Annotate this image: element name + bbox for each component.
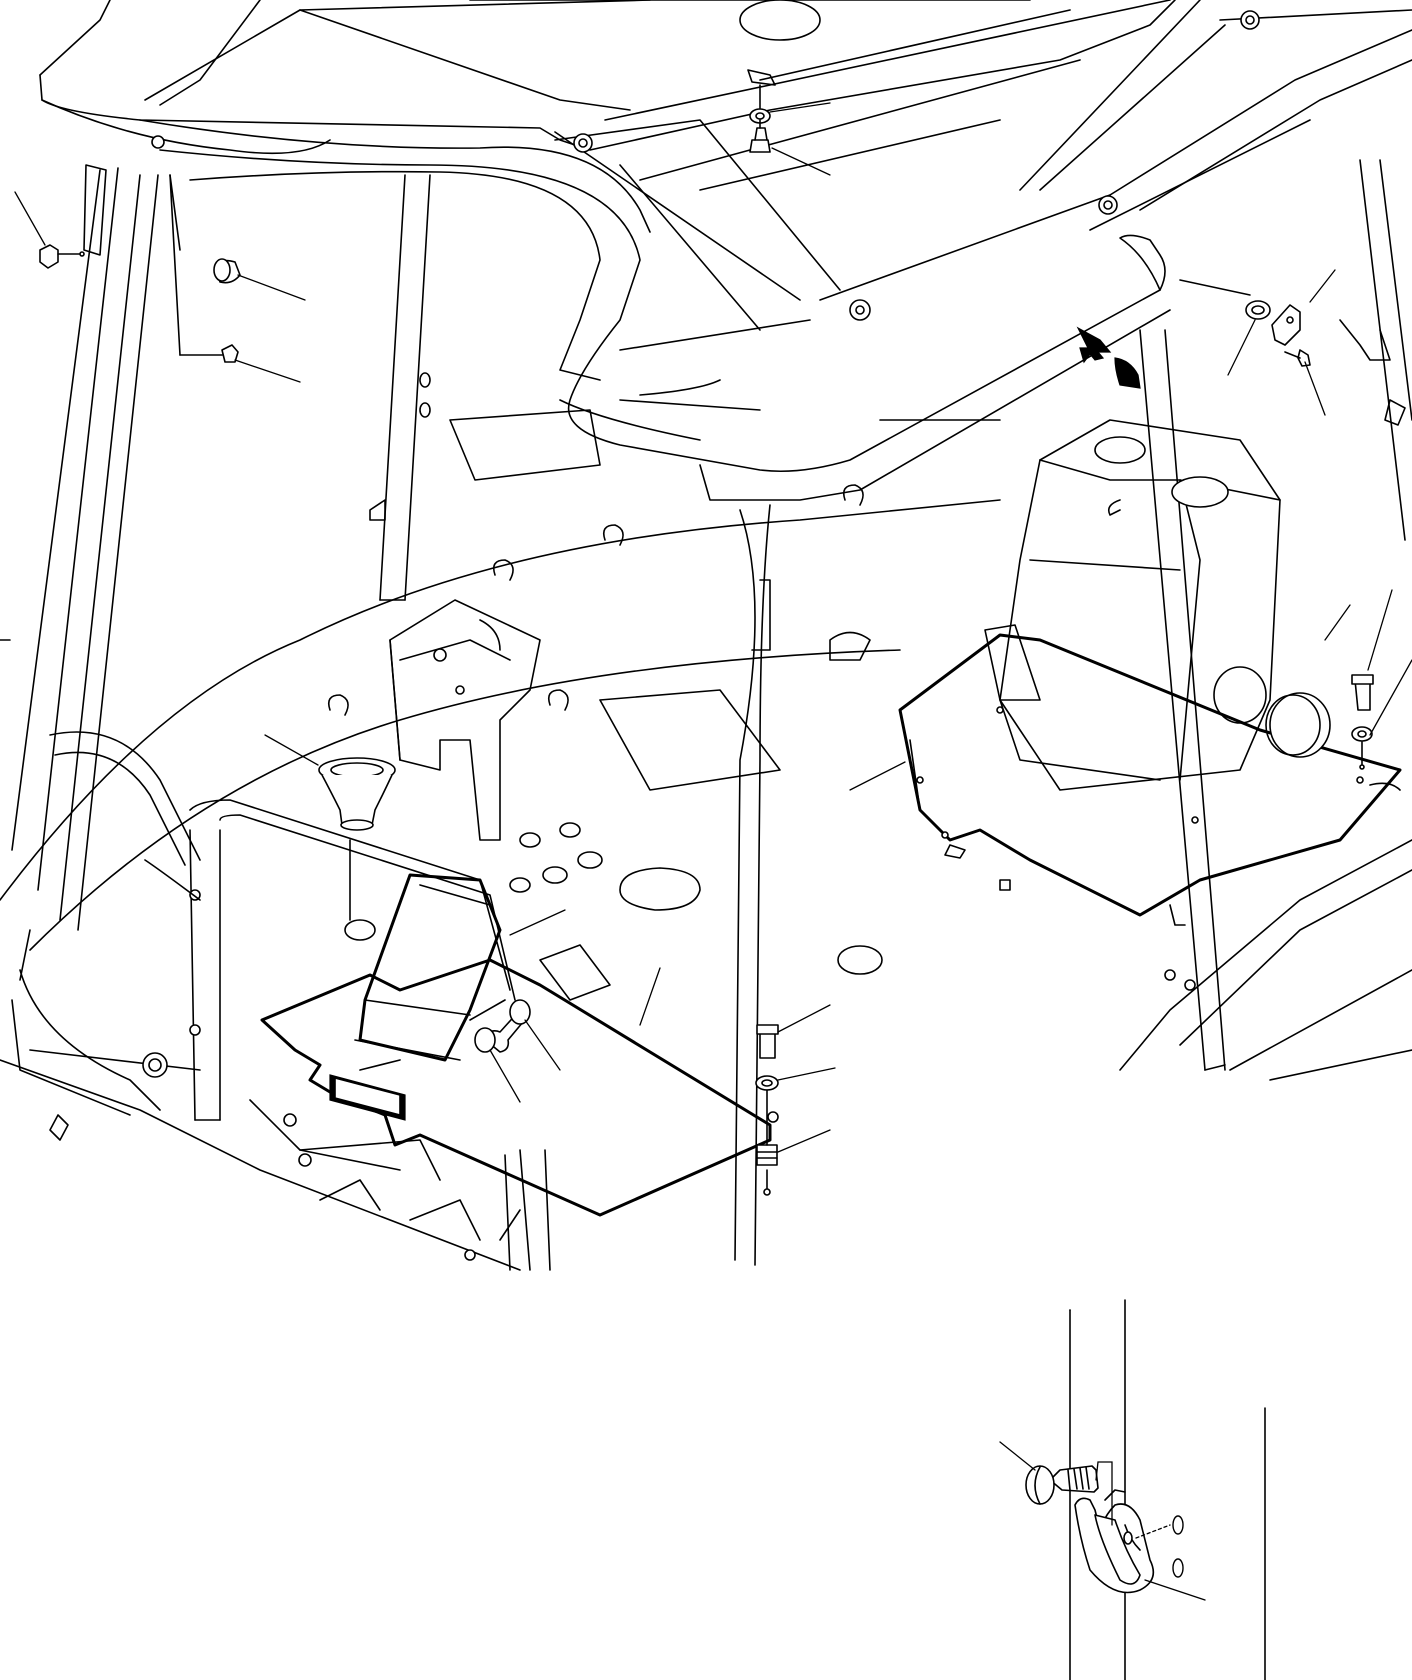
right-console-fasteners — [1266, 675, 1373, 769]
grab-handle — [50, 732, 515, 1120]
arrow-indicator — [1078, 328, 1140, 388]
rubber-boot — [319, 758, 395, 940]
left-console-bracket — [390, 600, 540, 840]
right-rear-wall — [1120, 320, 1412, 1080]
floor-plate-fasteners — [470, 1000, 530, 1052]
main-cab-view — [0, 0, 1412, 1270]
right-upper-fasteners — [1180, 280, 1310, 366]
left-side-panel — [0, 640, 167, 1140]
left-plugs — [40, 175, 240, 362]
right-pillars — [735, 160, 1412, 1265]
rear-floor — [250, 1100, 550, 1270]
floor-cover-panel — [360, 875, 500, 1060]
detail-hook-view — [1000, 1300, 1265, 1680]
leader-lines — [15, 103, 1412, 1152]
roof-panel — [40, 0, 1412, 330]
detail-screw — [1026, 1466, 1098, 1504]
front-frame — [160, 150, 1170, 500]
detail-hook — [1075, 1490, 1153, 1593]
roof-fasteners — [748, 70, 775, 152]
right-base-plate — [900, 635, 1400, 915]
floor-plate — [262, 960, 770, 1215]
u-clips — [329, 485, 863, 715]
right-console — [985, 420, 1280, 790]
column-fasteners — [756, 1025, 778, 1195]
cab-floor — [0, 410, 1000, 1270]
left-pillars — [12, 165, 430, 930]
